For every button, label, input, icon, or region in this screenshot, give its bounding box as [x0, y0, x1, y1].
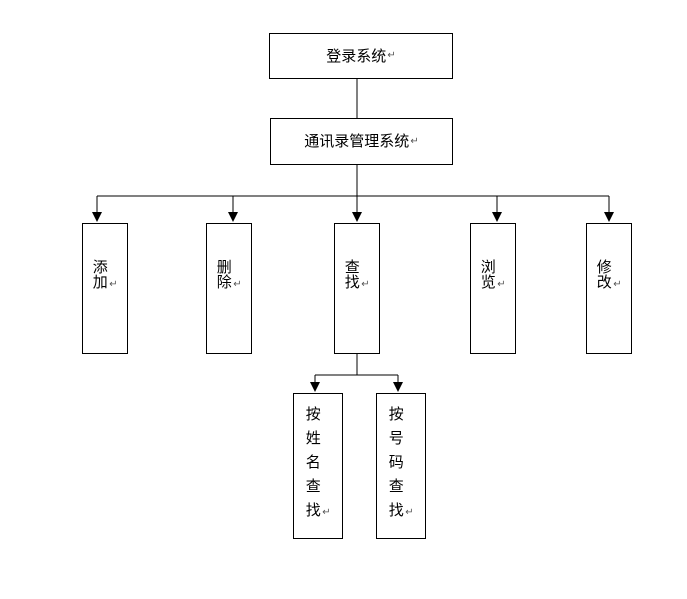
search-box: 查找↵: [334, 223, 380, 354]
search-label: 查找: [344, 258, 360, 291]
modify-label: 修改: [596, 258, 612, 291]
paragraph-mark: ↵: [322, 507, 331, 518]
paragraph-mark: ↵: [387, 50, 396, 61]
paragraph-mark: ↵: [361, 279, 370, 290]
add-box: 添加↵: [82, 223, 128, 354]
paragraph-mark: ↵: [109, 279, 118, 290]
paragraph-mark: ↵: [410, 135, 419, 147]
address-book-system-box: 通讯录管理系统↵: [270, 118, 453, 165]
search-by-number-label: 按号码查找: [388, 405, 404, 519]
paragraph-mark: ↵: [405, 507, 414, 518]
paragraph-mark: ↵: [613, 279, 622, 290]
search-by-name-label: 按姓名查找: [305, 405, 321, 519]
delete-label: 删除: [216, 258, 232, 291]
login-system-label: 登录系统: [326, 46, 387, 65]
browse-box: 浏览↵: [470, 223, 516, 354]
add-label: 添加: [92, 258, 108, 291]
modify-box: 修改↵: [586, 223, 632, 354]
paragraph-mark: ↵: [497, 279, 506, 290]
delete-box: 删除↵: [206, 223, 252, 354]
login-system-box: 登录系统↵: [269, 33, 453, 79]
search-by-number-box: 按号码查找↵: [376, 393, 426, 539]
search-by-name-box: 按姓名查找↵: [293, 393, 343, 539]
browse-label: 浏览: [480, 258, 496, 291]
address-book-system-label: 通讯录管理系统: [304, 132, 410, 150]
paragraph-mark: ↵: [233, 279, 242, 290]
